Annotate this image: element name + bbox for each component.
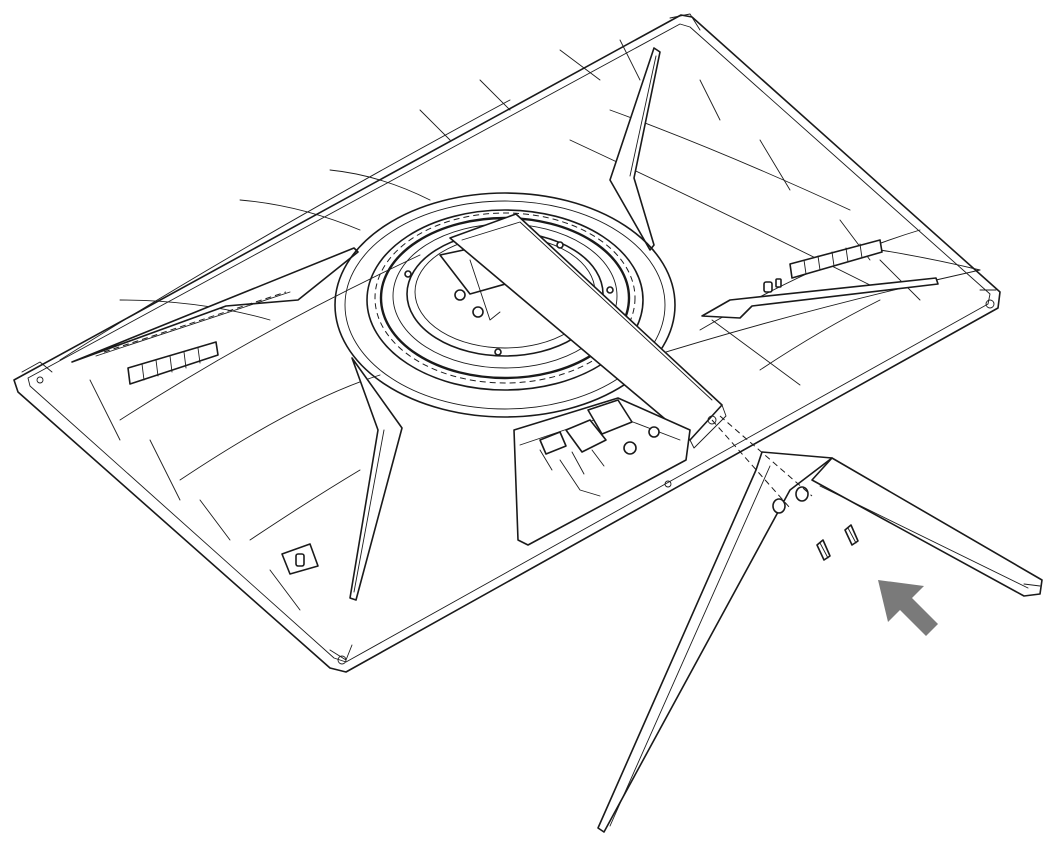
rear-latch <box>281 543 319 575</box>
vent-grille-right <box>763 239 883 293</box>
screw-icon <box>844 524 859 546</box>
vent-grille-left <box>127 341 219 385</box>
io-port-panel <box>513 397 691 546</box>
stand-base <box>597 415 1043 833</box>
accent-ribs <box>71 47 939 601</box>
monitor-back-panel <box>13 13 1001 673</box>
arrow-up-left-icon <box>878 580 938 636</box>
stand-neck <box>449 213 727 449</box>
screw-left <box>816 539 831 561</box>
